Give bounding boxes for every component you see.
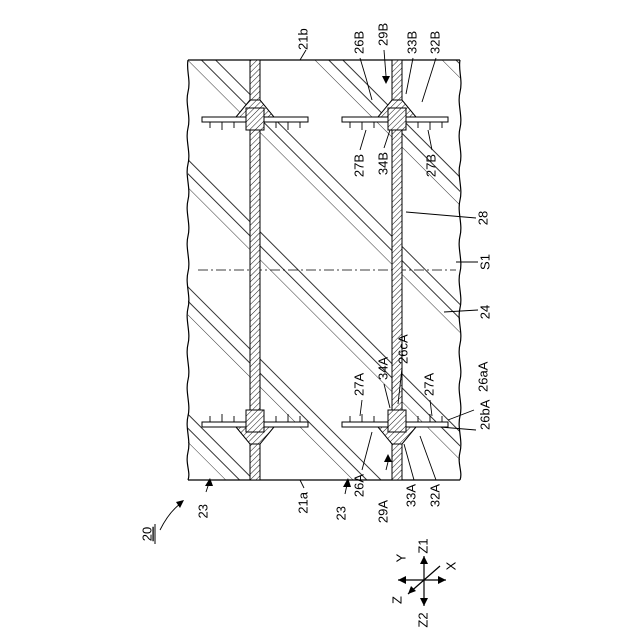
axis-label-z: Z — [389, 596, 404, 604]
label-24: 24 — [477, 305, 492, 319]
axis-label-z1: Z1 — [415, 538, 430, 553]
label-27b-left: 27B — [351, 154, 366, 177]
arrow-down-icon — [420, 598, 428, 606]
label-s1: S1 — [477, 254, 492, 270]
label-34b: 34B — [375, 152, 390, 175]
label-29b: 29B — [375, 23, 390, 46]
axis-label-y: Y — [393, 553, 408, 562]
label-33b: 33B — [404, 31, 419, 54]
label-27a-right: 27A — [421, 373, 436, 396]
label-26ca: 26cA — [395, 334, 410, 364]
label-26aa: 26aA — [475, 361, 490, 392]
label-28: 28 — [475, 211, 490, 225]
label-32b: 32B — [427, 31, 442, 54]
label-34a: 34A — [375, 357, 390, 380]
arrow-right-icon — [438, 576, 446, 584]
label-32a: 32A — [427, 484, 442, 507]
label-26ba: 26bA — [477, 399, 492, 430]
label-23-right: 23 — [333, 506, 348, 520]
label-29a: 29A — [375, 500, 390, 523]
coordinate-axes — [398, 556, 446, 606]
label-27b-right: 27B — [423, 154, 438, 177]
label-27a-left: 27A — [351, 373, 366, 396]
label-33a: 33A — [403, 484, 418, 507]
label-21a: 21a — [295, 491, 310, 513]
arrow-left-icon — [398, 576, 406, 584]
arrow-up-icon — [420, 556, 428, 564]
label-21b: 21b — [295, 28, 310, 50]
arrow-diag-icon — [408, 586, 416, 594]
label-26a: 26A — [351, 474, 366, 497]
label-26b: 26B — [351, 31, 366, 54]
axis-label-x: X — [443, 561, 458, 570]
label-23-left: 23 — [195, 504, 210, 518]
axis-label-z2: Z2 — [415, 612, 430, 627]
label-figure-20: 20 — [139, 527, 154, 541]
